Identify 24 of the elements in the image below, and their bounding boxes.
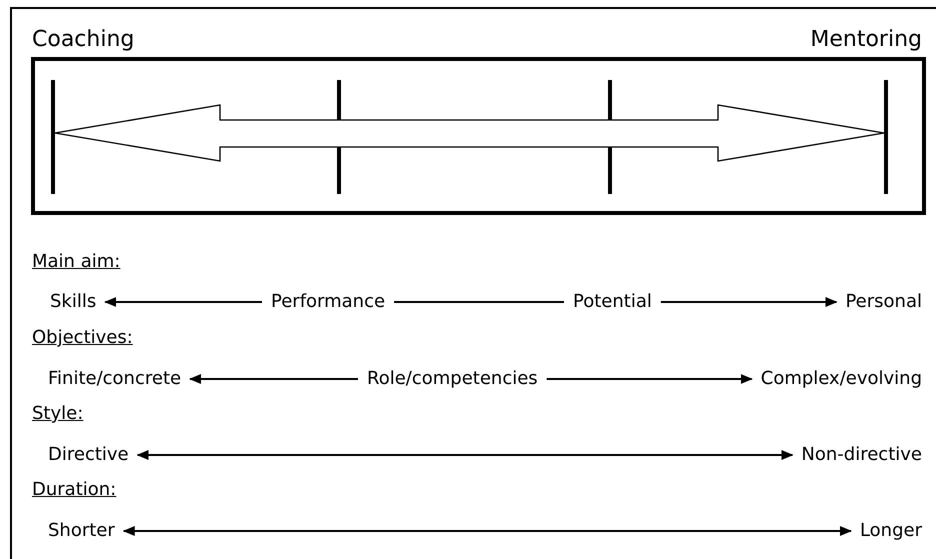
scale-term: Shorter [48,520,115,542]
dimension-heading: Main aim: [32,251,120,273]
scale-term: Performance [271,291,386,313]
scale-term: Skills [50,291,96,313]
scale-term: Directive [48,444,129,466]
arrow [136,450,794,460]
scale-term: Potential [573,291,652,313]
scale-term: Non-directive [801,444,922,466]
scale-term: Finite/concrete [48,368,182,390]
dimension-heading: Style: [32,403,84,425]
scale-term: Personal [845,291,922,313]
arrow [122,526,852,536]
dimension-heading: Duration: [32,479,116,501]
scale-term: Complex/evolving [760,368,922,390]
end-label: Mentoring [810,27,922,53]
arrow [189,374,358,384]
arrow [660,297,838,307]
scale-term: Role/competencies [367,368,538,390]
end-label: Coaching [32,27,134,53]
arrow [104,297,262,307]
connector-line [394,301,564,303]
scale-term: Longer [860,520,922,542]
dimension-heading: Objectives: [32,327,133,349]
arrow [546,374,753,384]
